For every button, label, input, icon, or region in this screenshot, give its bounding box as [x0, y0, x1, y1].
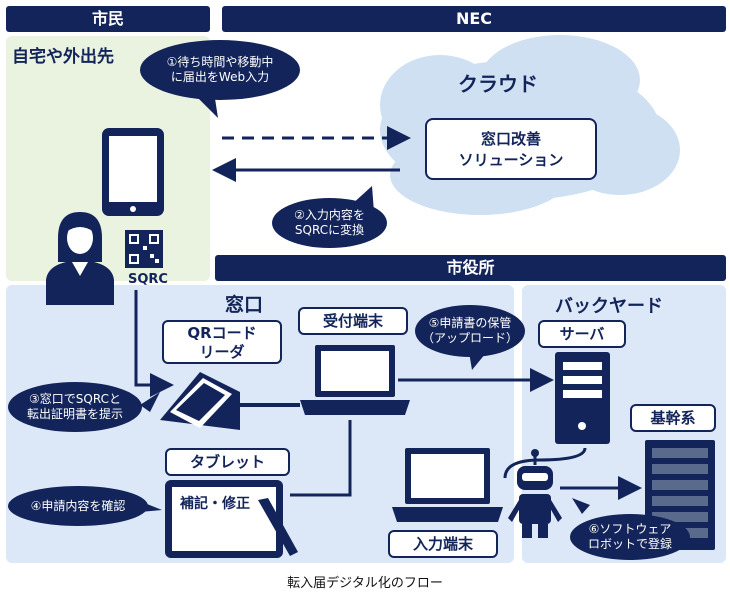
smartphone-icon: [102, 128, 164, 216]
robot-icon: [508, 449, 562, 538]
cloud-title: クラウド: [458, 72, 538, 96]
qr-code-icon: [125, 230, 163, 268]
input-laptop-icon: [392, 448, 503, 522]
figure-caption: 転入届デジタル化のフロー: [287, 576, 443, 591]
server-label: サーバ: [538, 320, 626, 348]
reception-terminal-label: 受付端末: [298, 307, 408, 335]
citizen-person-icon: [46, 212, 114, 305]
server-icon: [555, 352, 610, 444]
citizen-header: 市民: [6, 6, 210, 32]
step1-bubble: ①待ち時間や移動中 に届出をWeb入力: [140, 40, 300, 100]
reception-laptop-icon: [300, 345, 410, 415]
step4-bubble: ④申請内容を確認: [8, 486, 148, 526]
cloud-solution-line1: 窓口改善: [480, 130, 541, 148]
core-system-label: 基幹系: [630, 404, 716, 432]
city-hall-header: 市役所: [215, 255, 726, 281]
tablet-screen-text: 補記・修正: [180, 496, 250, 512]
input-terminal-label: 入力端末: [388, 530, 498, 558]
cloud-solution-box: 窓口改善 ソリューション: [425, 118, 597, 180]
window-zone-title: 窓口: [225, 294, 264, 316]
sqrc-label: SQRC: [128, 272, 168, 287]
tablet-label: タブレット: [165, 448, 290, 476]
qr-reader-label: QRコード リーダ: [162, 320, 282, 364]
qr-reader-icon: [160, 372, 240, 430]
step6-bubble: ⑥ソフトウェア ロボットで登録: [570, 514, 690, 560]
home-zone-title: 自宅や外出先: [12, 47, 114, 67]
step3-bubble: ③窓口でSQRCと 転出証明書を提示: [8, 382, 142, 432]
step2-bubble: ②入力内容を SQRCに変換: [272, 198, 387, 248]
qr-reader-label-line1: QRコード: [187, 324, 257, 342]
cloud-solution-line2: ソリューション: [458, 151, 564, 169]
nec-header: NEC: [222, 6, 726, 32]
tablet-icon: [165, 480, 298, 558]
step5-bubble: ⑤申請書の保管 （アップロード）: [415, 305, 525, 357]
backyard-zone-title: バックヤード: [555, 296, 663, 317]
qr-reader-label-line2: リーダ: [199, 343, 245, 361]
